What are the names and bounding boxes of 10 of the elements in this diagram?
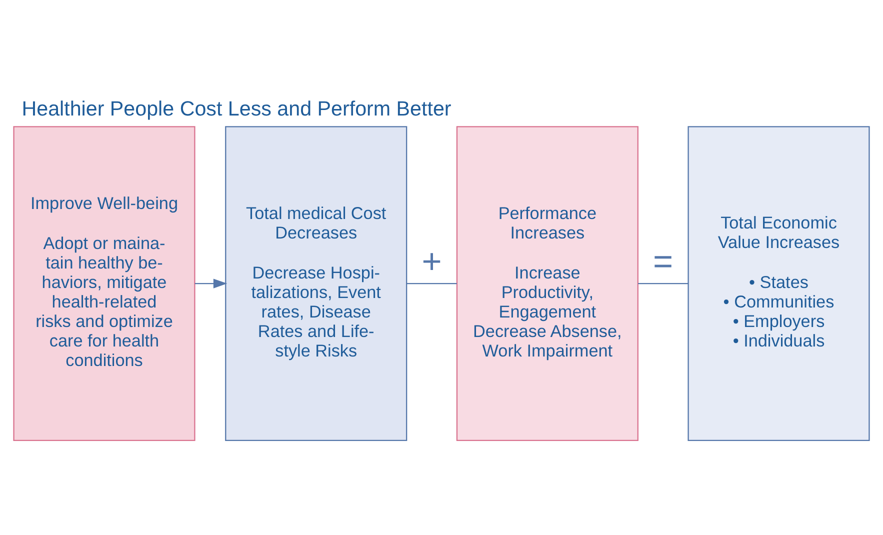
edge-label: + [422, 243, 442, 282]
connector [406, 282, 457, 284]
node-box: Improve Well-being Adopt or maina- tain healthy be- haviors, mitigate health-related risks and optimize care for health conditions [13, 126, 196, 441]
node-box: Performance Increases Increase Productivity, Engagement Decrease Absense, Work Impairment [456, 126, 638, 441]
node-box: Total medical Cost Decreases Decrease Hospi- talizations, Event rates, Disease Rates and Life- style Risks [225, 126, 408, 441]
diagram-title: Healthier People Cost Less and Perform Better [22, 98, 452, 121]
connector [638, 282, 688, 284]
node-box: Total Economic Value Increases • States • Communities • Employers • Individuals [688, 126, 870, 441]
edge-label: = [653, 243, 674, 282]
arrow [194, 278, 228, 288]
